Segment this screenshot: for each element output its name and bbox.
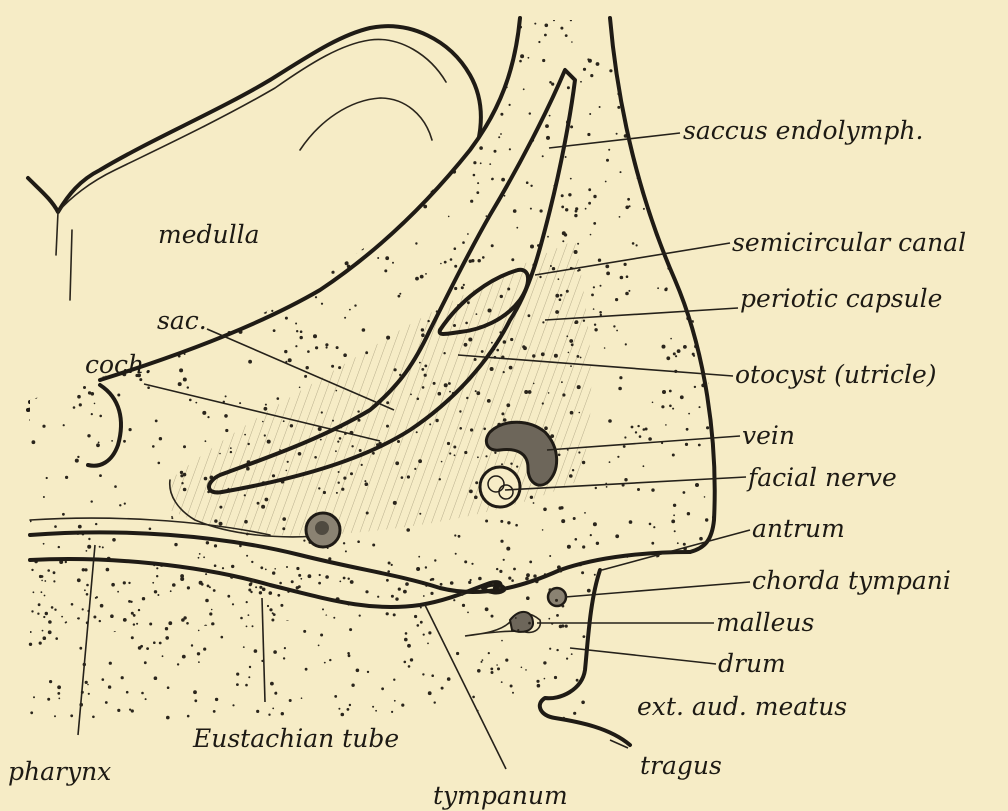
facial-nerve-shape [480, 467, 520, 507]
label-sac: sac. [157, 306, 207, 335]
label-tympanum: tympanum [433, 781, 568, 810]
label-malleus: malleus [716, 608, 814, 637]
label-tragus: tragus [640, 751, 722, 780]
label-coch: coch. [85, 350, 152, 379]
label-periotic-capsule: periotic capsule [740, 284, 942, 313]
label-antrum: antrum [752, 514, 845, 543]
label-drum: drum [718, 649, 786, 678]
label-semicircular-canal: semicircular canal [732, 228, 966, 257]
label-medulla: medulla [158, 220, 260, 249]
label-saccus-endolymph: saccus endolymph. [683, 116, 923, 145]
label-ext-aud-meatus: ext. aud. meatus [637, 692, 847, 721]
label-pharynx: pharynx [8, 757, 111, 786]
small-vessel-shape [306, 513, 340, 547]
label-facial-nerve: facial nerve [746, 463, 897, 492]
label-eustachian-tube: Eustachian tube [192, 724, 399, 753]
label-vein: vein [742, 421, 795, 450]
label-otocyst: otocyst (utricle) [735, 360, 937, 389]
label-chorda-tympani: chorda tympani [752, 566, 951, 595]
